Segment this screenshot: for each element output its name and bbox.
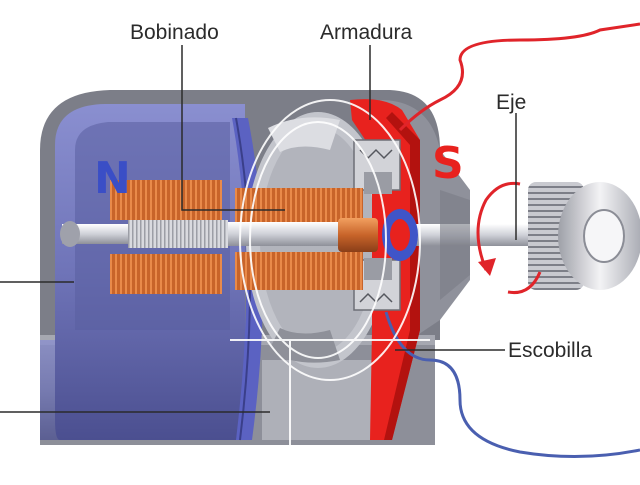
leader-lines: [0, 45, 517, 413]
blue-wire: [384, 311, 640, 459]
red-wire: [398, 22, 640, 132]
label-eje: Eje: [496, 91, 527, 114]
end-wheel: [528, 182, 640, 290]
label-escobilla: Escobilla: [508, 339, 593, 362]
commutator: [338, 209, 418, 261]
field-windings: [110, 180, 363, 294]
bobinado-leader: [181, 45, 285, 211]
north-pole-label: N: [94, 153, 131, 204]
rotation-arrow: [476, 181, 542, 295]
label-armadura: Armadura: [320, 21, 413, 44]
label-bobinado: Bobinado: [130, 21, 219, 44]
outline-rings: [230, 99, 430, 450]
shaft: [60, 190, 540, 300]
south-pole-label: S: [432, 138, 464, 189]
